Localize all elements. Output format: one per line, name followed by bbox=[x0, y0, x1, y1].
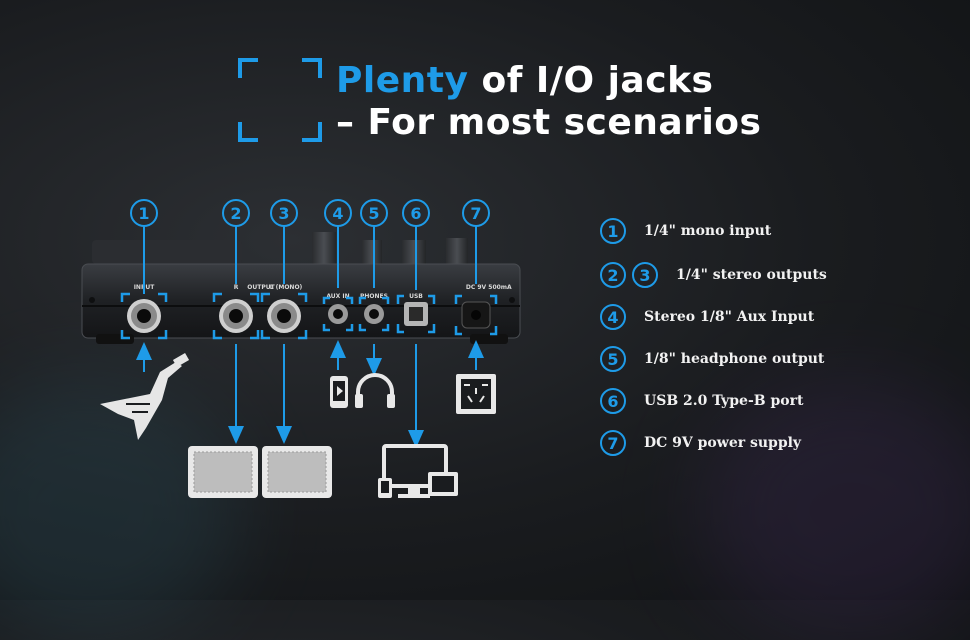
legend-number: 2 bbox=[600, 262, 626, 288]
legend-number: 5 bbox=[600, 346, 626, 372]
panel-label-ma: 500mA bbox=[488, 284, 512, 291]
legend-number: 3 bbox=[632, 262, 658, 288]
svg-text:6: 6 bbox=[410, 204, 421, 223]
legend-label: DC 9V power supply bbox=[644, 435, 802, 451]
rubber-foot bbox=[470, 334, 508, 344]
knob bbox=[446, 238, 468, 270]
bracket-icon bbox=[238, 58, 258, 78]
svg-text:1: 1 bbox=[138, 204, 149, 223]
power-outlet-icon bbox=[456, 374, 496, 414]
title-line-2: – For most scenarios bbox=[336, 102, 762, 143]
panel-label-aux-in: AUX IN bbox=[326, 293, 349, 300]
panel-label-dc: DC 9V bbox=[466, 284, 487, 291]
legend-item-stereo-outputs: 2 3 1/4" stereo outputs bbox=[600, 260, 827, 290]
amplifier-icon bbox=[262, 446, 332, 498]
screw-icon bbox=[89, 297, 95, 303]
legend-item-usb-port: 6 USB 2.0 Type-B port bbox=[600, 386, 803, 416]
dc-jack bbox=[461, 301, 491, 329]
input-jack bbox=[127, 299, 161, 333]
callout-2: 2 bbox=[222, 199, 250, 227]
output-l-jack bbox=[267, 299, 301, 333]
callout-6: 6 bbox=[402, 199, 430, 227]
bracket-icon bbox=[302, 122, 322, 142]
panel-label-r: R bbox=[234, 284, 239, 291]
screw-icon bbox=[509, 297, 515, 303]
panel-label-l-mono: L (MONO) bbox=[270, 284, 303, 291]
output-r-jack bbox=[219, 299, 253, 333]
legend-item-aux-input: 4 Stereo 1/8" Aux Input bbox=[600, 302, 814, 332]
amplifier-icon bbox=[188, 446, 258, 498]
signal-arrows bbox=[136, 340, 484, 448]
legend-label: Stereo 1/8" Aux Input bbox=[644, 309, 815, 325]
background-glow-right bbox=[700, 380, 970, 640]
jack-brackets bbox=[120, 292, 498, 340]
legend-item-headphone-output: 5 1/8" headphone output bbox=[600, 344, 824, 374]
title-line-1-rest: of I/O jacks bbox=[468, 60, 714, 101]
computer-icon bbox=[378, 444, 458, 498]
callout-4: 4 bbox=[324, 199, 352, 227]
svg-text:3: 3 bbox=[278, 204, 289, 223]
svg-text:2: 2 bbox=[230, 204, 241, 223]
callout-5: 5 bbox=[360, 199, 388, 227]
panel-label-output: OUTPUT bbox=[247, 284, 275, 291]
svg-text:5: 5 bbox=[368, 204, 379, 223]
knob bbox=[362, 240, 382, 270]
bracket-icon bbox=[238, 122, 258, 142]
headphones-icon bbox=[355, 373, 395, 408]
legend-item-power-supply: 7 DC 9V power supply bbox=[600, 428, 801, 458]
legend-label: 1/8" headphone output bbox=[644, 351, 825, 367]
callout-1: 1 bbox=[130, 199, 158, 227]
legend-number: 4 bbox=[600, 304, 626, 330]
phone-icon bbox=[330, 376, 348, 408]
svg-text:7: 7 bbox=[470, 204, 481, 223]
usb-port bbox=[404, 302, 428, 326]
callouts: 1 2 3 4 5 6 7 bbox=[130, 199, 490, 227]
bracket-icon bbox=[302, 58, 322, 78]
phones-jack bbox=[364, 304, 384, 324]
title-line-1: Plenty of I/O jacks bbox=[336, 60, 713, 101]
title-highlight: Plenty bbox=[336, 60, 469, 101]
legend-item-mono-input: 1 1/4" mono input bbox=[600, 216, 771, 246]
callout-3: 3 bbox=[270, 199, 298, 227]
legend-label: 1/4" mono input bbox=[644, 223, 772, 239]
jacks bbox=[127, 299, 491, 333]
svg-text:4: 4 bbox=[332, 204, 343, 223]
legend-number: 7 bbox=[600, 430, 626, 456]
background-glow-left bbox=[0, 380, 240, 640]
panel-label-phones: PHONES bbox=[360, 293, 388, 300]
pedal-housing bbox=[92, 240, 242, 264]
legend-number: 1 bbox=[600, 218, 626, 244]
rubber-foot bbox=[96, 334, 134, 344]
panel-label-usb: USB bbox=[409, 293, 423, 300]
legend-number: 6 bbox=[600, 388, 626, 414]
legend-label: 1/4" stereo outputs bbox=[676, 267, 827, 283]
guitar-icon bbox=[100, 353, 190, 440]
legend-label: USB 2.0 Type-B port bbox=[644, 393, 804, 409]
callout-leaders bbox=[143, 226, 477, 294]
aux-in-jack bbox=[328, 304, 348, 324]
callout-7: 7 bbox=[462, 199, 490, 227]
io-diagram: INPUT R OUTPUT L (MONO) AUX IN PHONES US… bbox=[81, 199, 521, 498]
